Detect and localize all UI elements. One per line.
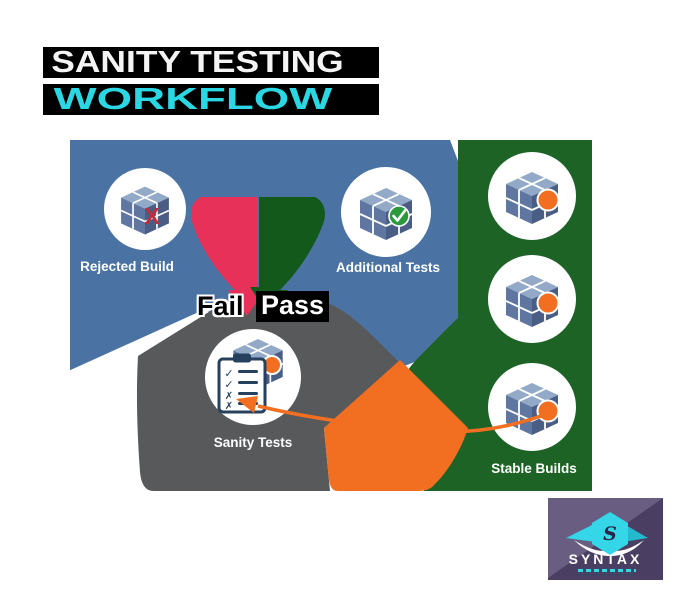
additional-tests-label: Additional Tests [335,260,440,275]
page-subtitle: WORKFLOW [53,82,333,116]
fail-branch-label: Fail [197,291,244,321]
rejected-build-label: Rejected Build [80,259,174,274]
logo-tagline [578,569,636,572]
orange-dot-icon [536,291,560,315]
title-line2-bar: WORKFLOW [43,82,379,116]
orange-panel [324,360,468,491]
logo-wordmark: SYNTAX [568,551,643,567]
orange-dot-icon [536,188,560,212]
svg-text:✗: ✗ [225,401,233,412]
title-line1-bar: SANITY TESTING [43,45,379,79]
logo-emblem-icon: S [566,512,648,556]
connector-arrow-icon [236,396,550,434]
page-title: SANITY TESTING [51,45,344,79]
svg-text:S: S [603,523,617,545]
orange-dot-icon [536,399,560,423]
svg-text:✓: ✓ [224,367,233,380]
arrow-fail-icon [191,197,266,316]
arrow-pass-icon [250,197,325,316]
svg-text:✗: ✗ [225,391,233,402]
x-icon: X [144,203,160,229]
syntax-logo: S SYNTAX [548,498,663,580]
sanity-tests-label: Sanity Tests [213,435,293,450]
pass-branch-label: Pass [256,291,330,322]
stable-builds-label: Stable Builds [491,461,577,476]
panel-separator [65,305,215,376]
svg-text:✓: ✓ [224,378,233,391]
check-icon [388,205,410,227]
